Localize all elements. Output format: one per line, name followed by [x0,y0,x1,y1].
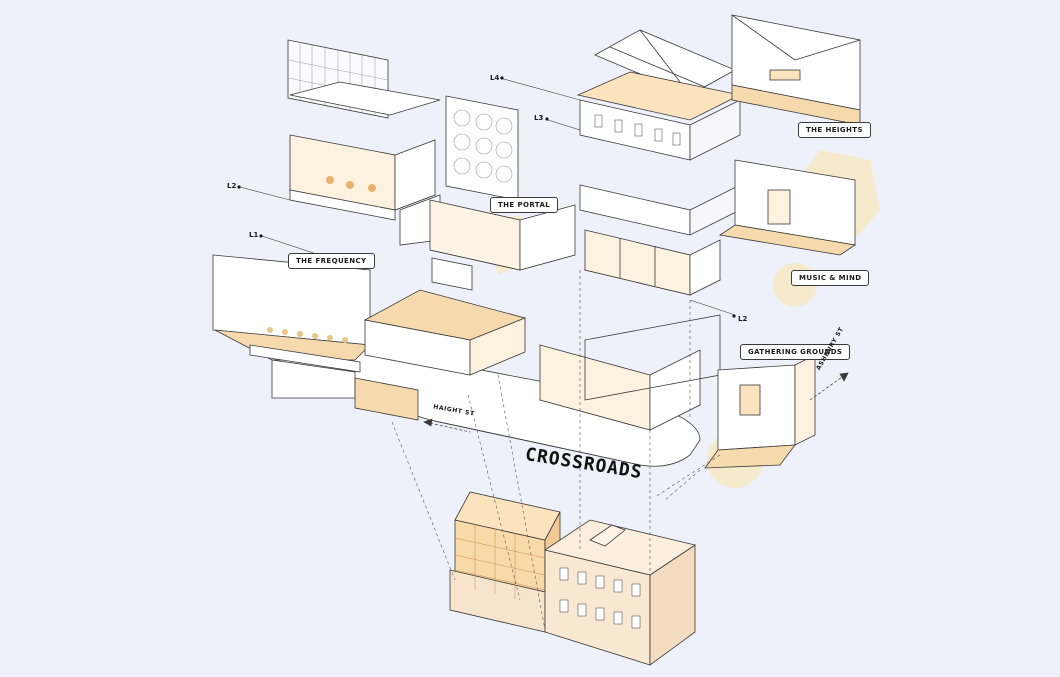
level-l2-left: L2 [227,182,237,190]
level-dots [237,76,736,318]
heights-room [731,14,861,126]
label-the-portal: THE PORTAL [490,197,559,213]
level-l2-right: L2 [738,315,748,323]
historic-roof [544,519,696,576]
right-tower [576,29,742,296]
haight-arrow-icon [423,418,433,427]
base-building [449,491,696,666]
historic-dormer [589,524,626,547]
roof-slab [289,81,441,116]
projection-lines [391,270,721,631]
label-gathering-grounds: GATHERING GROUNDS [740,344,851,360]
label-the-frequency: THE FREQUENCY [288,253,375,269]
level-l3: L3 [534,114,544,122]
street-arrows [423,372,849,433]
corridor-room [718,159,857,256]
room-base [289,189,396,221]
level-l1: L1 [249,231,259,239]
l3-side [689,99,741,161]
left-upper-block [287,39,441,246]
frequency-bar [249,344,361,373]
hall-basement [354,377,419,421]
ashbury-arrow-icon [839,372,849,382]
gathering-room [704,354,816,469]
l2-front [579,184,691,236]
label-music-mind: MUSIC & MIND [791,270,870,286]
hall-side [469,317,526,376]
portal-stair [431,257,473,291]
label-the-heights: THE HEIGHTS [798,122,871,138]
level-l4: L4 [490,74,500,82]
room-side-wall [394,139,436,211]
central-hall [354,289,527,421]
portal-screen [429,95,576,291]
frequency-room [212,254,371,399]
